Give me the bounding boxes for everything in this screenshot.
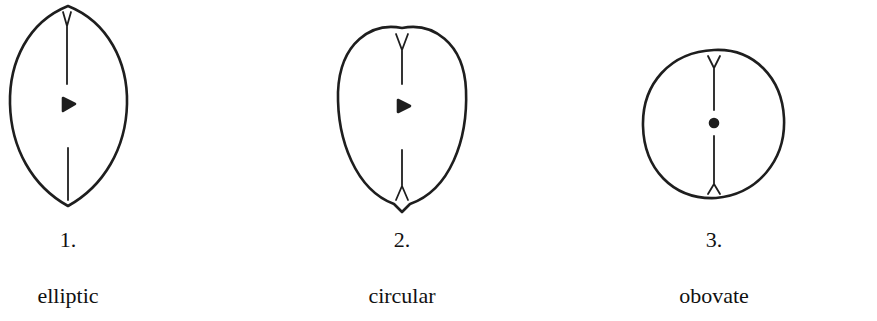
circular-outline [338, 27, 466, 212]
obovate-outline [643, 50, 784, 198]
elliptic-outline [10, 6, 127, 206]
midrib-line [63, 12, 71, 84]
midrib-line [396, 34, 408, 84]
callout-number: 3. [706, 228, 723, 252]
shape-name: circular [368, 284, 435, 308]
hilum-mark [398, 100, 410, 112]
midrib-line [708, 56, 720, 194]
shape-name: elliptic [37, 284, 98, 308]
callout-number: 1. [60, 228, 77, 252]
callout-number: 2. [394, 228, 411, 252]
hilum-mark [710, 119, 718, 127]
midrib-line [67, 148, 69, 200]
shape-name: obovate [679, 284, 749, 308]
midrib-line [396, 150, 408, 200]
hilum-mark [63, 98, 75, 111]
